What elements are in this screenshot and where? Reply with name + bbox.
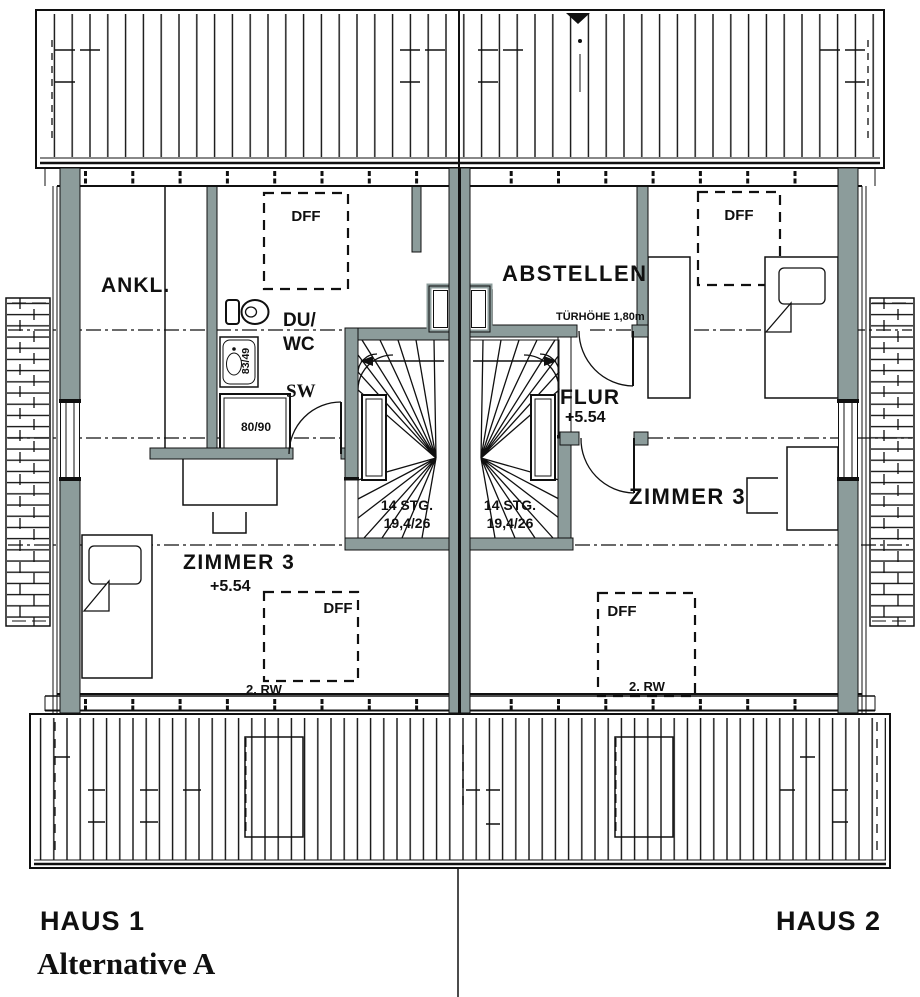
dff-label: DFF xyxy=(323,600,352,617)
stair-dimension-label: 19,4/26 xyxy=(487,515,534,531)
shower-size-label: 80/90 xyxy=(241,420,271,434)
stair-treads xyxy=(357,339,437,539)
bed-haus1 xyxy=(81,534,153,679)
stair-haus1: 14 STG. 19,4/26 xyxy=(345,328,458,550)
roof-window-dff-bottom-left: DFF xyxy=(262,590,360,683)
stair-direction-arrow xyxy=(360,356,444,366)
stair-handrail xyxy=(361,394,387,481)
side-roof-right xyxy=(869,297,915,627)
label-rw-left: 2. RW xyxy=(246,682,283,697)
title-haus2: HAUS 2 xyxy=(776,906,881,936)
skylight-grid-right xyxy=(614,736,674,838)
rainwater-pipe-marker xyxy=(566,13,590,92)
doors xyxy=(288,330,635,494)
label-tuerhoehe: TÜRHÖHE 1,80m xyxy=(556,310,645,323)
title-block: HAUS 1 HAUS 2 Alternative A xyxy=(37,868,881,997)
dff-label: DFF xyxy=(607,603,636,620)
party-wall xyxy=(448,167,471,714)
door-abstellen xyxy=(578,330,634,387)
label-rw-right: 2. RW xyxy=(629,679,666,694)
dff-label: DFF xyxy=(724,207,753,224)
dff-label: DFF xyxy=(291,208,320,225)
roof-tile-marks xyxy=(51,40,869,140)
stair-haus2: 14 STG. 19,4/26 xyxy=(461,328,573,550)
exterior-walls xyxy=(52,167,867,714)
label-zimmer3-haus2: ZIMMER 3 xyxy=(629,484,746,509)
stair-handrail xyxy=(530,394,556,481)
label-zimmer3-haus1: ZIMMER 3 xyxy=(183,551,295,574)
side-roof-left xyxy=(5,297,51,627)
bottom-roof-surface xyxy=(29,713,891,869)
title-alternative: Alternative A xyxy=(37,946,216,981)
roof-window-dff-bottom-right: DFF xyxy=(596,591,697,698)
stair-treads xyxy=(480,339,560,539)
label-zimmer3-haus1-level: +5.54 xyxy=(210,578,251,595)
washbasin-size-label: 83/49 xyxy=(240,348,252,374)
label-du-wc-line2: WC xyxy=(283,334,315,355)
label-schrankwand: SW xyxy=(286,381,316,402)
bed-haus2 xyxy=(764,256,839,399)
label-ankleide: ANKL. xyxy=(101,274,170,297)
skylight-grid-left xyxy=(244,736,304,838)
label-flur-level: +5.54 xyxy=(565,409,606,426)
top-roof-surface xyxy=(35,9,885,169)
roof-tile-marks-bottom xyxy=(54,722,878,850)
shower: 80/90 xyxy=(219,393,291,453)
door-zimmer3-haus2 xyxy=(580,437,635,494)
door-du-wc xyxy=(288,401,342,455)
stair-dimension-label: 19,4/26 xyxy=(384,515,431,531)
toilet xyxy=(225,299,270,325)
window-west xyxy=(59,399,81,481)
roof-window-dff-top-left: DFF xyxy=(262,191,350,291)
roof-window-dff-top-right: DFF xyxy=(696,190,782,287)
desk-haus2 xyxy=(746,446,839,531)
label-du-wc-line1: DU/ xyxy=(283,310,316,331)
closet-haus2 xyxy=(647,256,691,399)
title-haus1: HAUS 1 xyxy=(40,906,145,936)
washbasin: 83/49 xyxy=(219,336,259,388)
stair-count-label: 14 STG. xyxy=(381,497,433,513)
label-flur: FLUR xyxy=(560,386,620,409)
east-wall xyxy=(837,167,859,714)
room-labels: ANKL. DU/ WC SW ABSTELLEN TÜRHÖHE 1,80m … xyxy=(101,261,746,697)
label-abstellen: ABSTELLEN xyxy=(502,261,648,286)
stair-count-label: 14 STG. xyxy=(484,497,536,513)
window-east xyxy=(837,399,859,481)
desk-haus1 xyxy=(182,457,278,534)
west-wall xyxy=(59,167,81,714)
stair-direction-arrow xyxy=(473,356,557,366)
